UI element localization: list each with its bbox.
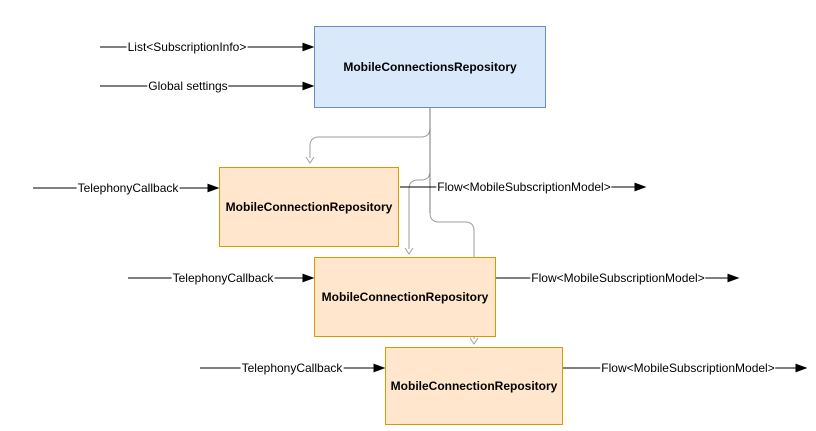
arrow-head-input-telephony1 [207,183,220,193]
edge-label-list-subscription-info: List<SubscriptionInfo> [126,40,248,54]
connector-main-to-repo3 [429,108,475,339]
edge-label-flow-1: Flow<MobileSubscriptionModel> [436,180,612,194]
arrow-head-output-flow1 [634,182,647,192]
arrow-head-repo3 [469,337,479,345]
arrow-head-input-list [302,42,315,52]
edge-label-flow-3: Flow<MobileSubscriptionModel> [600,361,776,375]
node-mobile-connection-repository-3: MobileConnectionRepository [385,347,563,425]
node-label: MobileConnectionRepository [225,200,393,214]
node-mobile-connection-repository-1: MobileConnectionRepository [219,167,399,247]
node-label: MobileConnectionsRepository [343,60,517,74]
edge-label-telephony-callback-1: TelephonyCallback [76,181,180,195]
arrow-head-repo1 [305,156,315,164]
node-mobile-connections-repository: MobileConnectionsRepository [314,26,546,108]
edge-label-flow-2: Flow<MobileSubscriptionModel> [530,271,706,285]
edge-label-telephony-callback-3: TelephonyCallback [240,361,344,375]
node-label: MobileConnectionRepository [321,290,489,304]
node-mobile-connection-repository-2: MobileConnectionRepository [314,257,496,337]
edge-label-global-settings: Global settings [147,79,229,93]
edge-label-telephony-callback-2: TelephonyCallback [171,271,275,285]
arrow-head-input-telephony2 [302,273,315,283]
arrow-head-output-flow3 [795,363,808,373]
arrow-head-output-flow2 [727,273,740,283]
arrow-head-input-telephony3 [373,363,386,373]
connector-main-to-repo1 [309,108,431,158]
arrow-head-repo2 [404,247,414,255]
internal-connectors [305,108,479,345]
connector-main-to-repo2 [408,108,431,249]
arrow-head-input-global [302,81,315,91]
node-label: MobileConnectionRepository [390,379,558,393]
